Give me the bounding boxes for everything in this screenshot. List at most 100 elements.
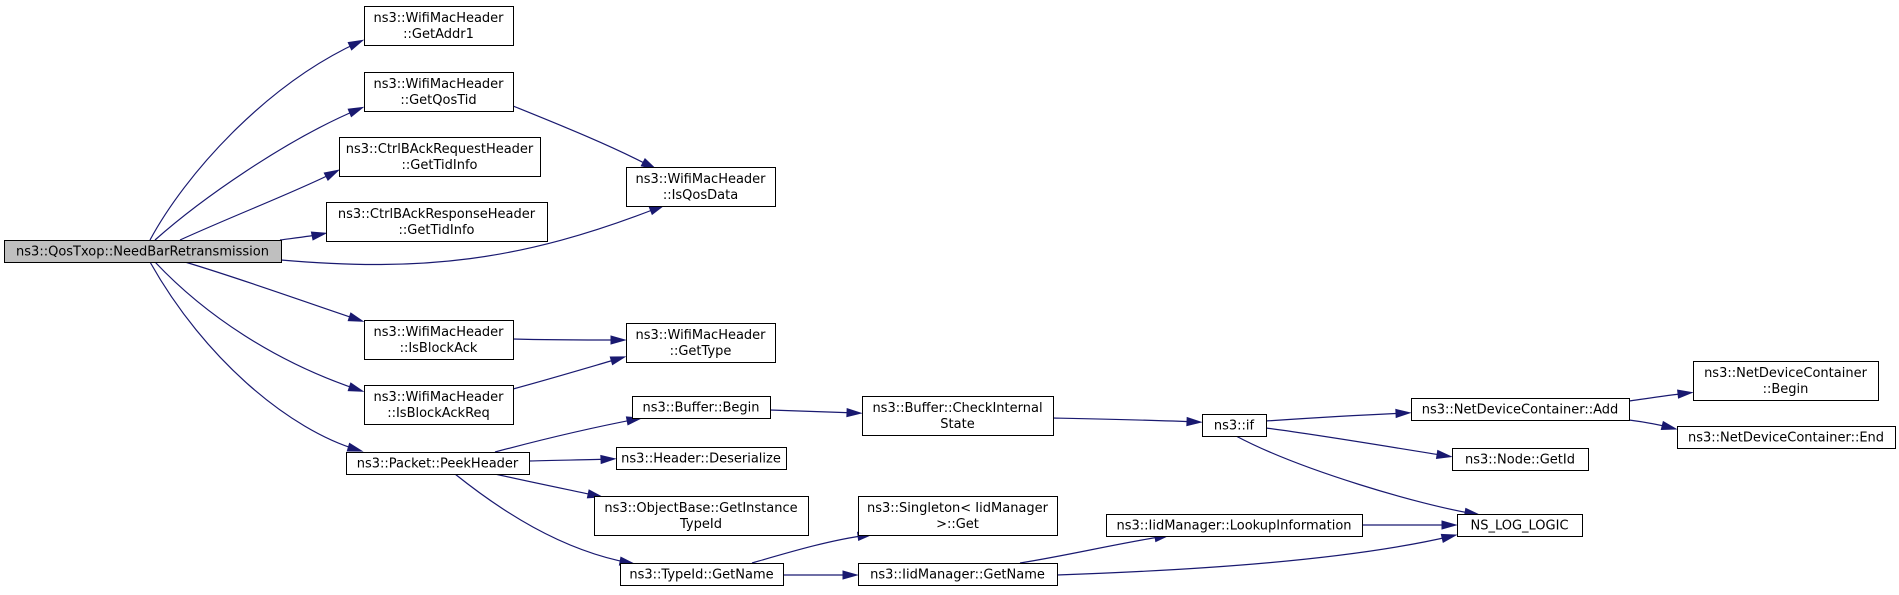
edge-line — [751, 534, 869, 564]
node-box[interactable] — [364, 6, 514, 46]
function-node[interactable]: ns3::Buffer::Begin — [632, 396, 771, 419]
node-box[interactable] — [1457, 514, 1583, 537]
node-box[interactable] — [326, 202, 548, 242]
function-node[interactable]: ns3::IidManager::LookupInformation — [1106, 514, 1363, 537]
node-label: TypeId — [679, 517, 722, 532]
node-label: ::GetAddr1 — [403, 27, 474, 42]
node-label: ns3::WifiMacHeader — [373, 390, 504, 405]
node-label: NS_LOG_LOGIC — [1470, 519, 1568, 534]
function-node[interactable]: ns3::IidManager::GetName — [858, 563, 1058, 586]
function-node[interactable]: ns3::NetDeviceContainer::Begin — [1693, 361, 1879, 401]
function-node[interactable]: ns3::NetDeviceContainer::Add — [1411, 398, 1630, 421]
arrowhead — [323, 169, 341, 181]
edge-n0-n3 — [179, 169, 341, 241]
node-label: ns3::TypeId::GetName — [629, 568, 773, 583]
node-label: ns3::Node::GetId — [1465, 453, 1575, 468]
node-label: ns3::Packet::PeekHeader — [357, 457, 519, 472]
edge-n14-n17 — [1052, 416, 1203, 427]
function-node[interactable]: ns3::WifiMacHeader::GetType — [626, 323, 776, 363]
node-box[interactable] — [364, 385, 514, 425]
function-node[interactable]: ns3::WifiMacHeader::GetQosTid — [364, 72, 514, 112]
edge-line — [154, 261, 360, 391]
node-box[interactable] — [620, 563, 784, 586]
edge-n17-n19 — [1265, 408, 1412, 422]
node-label: ns3::NetDeviceContainer::Add — [1422, 403, 1619, 418]
node-label: ::GetTidInfo — [402, 158, 478, 173]
node-box[interactable] — [346, 452, 530, 475]
node-box[interactable] — [1106, 514, 1363, 537]
edge-n6-n7 — [512, 335, 627, 345]
node-box[interactable] — [1693, 361, 1879, 401]
function-node[interactable]: ns3::WifiMacHeader::IsBlockAck — [364, 320, 514, 360]
function-node[interactable]: ns3::NetDeviceContainer::End — [1677, 426, 1896, 449]
edge-line — [1056, 535, 1453, 576]
node-box[interactable] — [1452, 448, 1589, 471]
edge-n0-n1 — [149, 39, 365, 241]
node-label: >::Get — [936, 517, 979, 532]
arrowhead — [610, 335, 627, 345]
node-box[interactable] — [626, 167, 776, 207]
root-function-node[interactable]: ns3::QosTxop::NeedBarRetransmission — [4, 240, 282, 263]
function-node[interactable]: ns3::Packet::PeekHeader — [346, 452, 530, 475]
node-box[interactable] — [858, 563, 1058, 586]
node-box[interactable] — [616, 447, 787, 470]
edge-n16-n21 — [1056, 533, 1458, 576]
node-box[interactable] — [339, 137, 541, 177]
edge-n0-n9 — [149, 261, 364, 452]
edge-n10-n14 — [769, 407, 863, 418]
arrowhead — [1660, 420, 1678, 430]
function-node[interactable]: ns3::Singleton< IidManager >::Get — [858, 496, 1058, 536]
node-box[interactable] — [364, 72, 514, 112]
node-box[interactable] — [594, 496, 809, 536]
node-label: ns3::NetDeviceContainer::End — [1688, 431, 1884, 446]
node-label: State — [940, 417, 974, 432]
node-label: ::Begin — [1763, 382, 1809, 397]
arrowhead — [347, 382, 365, 392]
node-box[interactable] — [626, 323, 776, 363]
arrowhead — [1677, 389, 1694, 399]
node-label: ns3::WifiMacHeader — [635, 172, 766, 187]
function-node[interactable]: ns3::WifiMacHeader::GetAddr1 — [364, 6, 514, 46]
function-node[interactable]: ns3::CtrlBAckResponseHeader::GetTidInfo — [326, 202, 548, 242]
arrowhead — [1186, 416, 1203, 427]
arrowhead — [347, 106, 365, 118]
node-box[interactable] — [858, 496, 1058, 536]
node-label: ::GetQosTid — [400, 93, 476, 108]
arrowhead — [1435, 449, 1453, 459]
function-node[interactable]: ns3::TypeId::GetName — [620, 563, 784, 586]
node-label: ::IsQosData — [663, 188, 738, 203]
node-box[interactable] — [364, 320, 514, 360]
edge-n9-n12 — [494, 473, 604, 499]
edge-line — [154, 108, 360, 241]
function-node[interactable]: ns3::WifiMacHeader::IsBlockAckReq — [364, 385, 514, 425]
edge-line — [1052, 417, 1198, 423]
edge-n0-n8 — [154, 261, 365, 392]
function-node[interactable]: ns3::CtrlBAckRequestHeader::GetTidInfo — [339, 137, 541, 177]
edge-line — [454, 473, 631, 564]
edge-n19-n23 — [1628, 419, 1678, 430]
node-label: ns3::WifiMacHeader — [373, 325, 504, 340]
node-box[interactable] — [632, 396, 771, 419]
node-box[interactable] — [1202, 414, 1267, 437]
node-layer: ns3::QosTxop::NeedBarRetransmissionns3::… — [4, 6, 1896, 586]
node-label: ns3::IidManager::GetName — [870, 568, 1045, 583]
node-box[interactable] — [4, 240, 282, 263]
function-node[interactable]: ns3::WifiMacHeader::IsQosData — [626, 167, 776, 207]
function-node[interactable]: ns3::if — [1202, 414, 1267, 437]
edge-line — [769, 409, 858, 414]
node-label: ns3::NetDeviceContainer — [1704, 366, 1868, 381]
edge-line — [528, 458, 612, 462]
function-node[interactable]: ns3::Node::GetId — [1452, 448, 1589, 471]
node-label: ns3::WifiMacHeader — [373, 77, 504, 92]
node-box[interactable] — [1411, 398, 1630, 421]
function-node[interactable]: ns3::Header::Deserialize — [616, 447, 787, 470]
edge-n9-n11 — [528, 454, 617, 465]
node-label: ns3::IidManager::LookupInformation — [1116, 519, 1351, 534]
edge-n8-n7 — [512, 356, 627, 390]
node-box[interactable] — [862, 396, 1054, 436]
edge-line — [1265, 427, 1448, 457]
function-node[interactable]: NS_LOG_LOGIC — [1457, 514, 1583, 537]
node-box[interactable] — [1677, 426, 1896, 449]
